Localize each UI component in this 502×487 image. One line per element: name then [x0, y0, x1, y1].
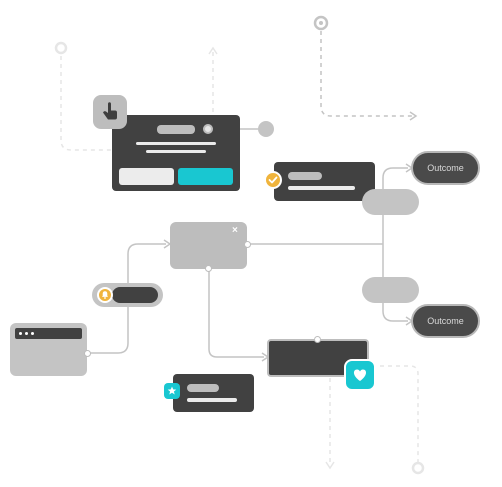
task-title-bar	[288, 172, 322, 180]
close-icon[interactable]: ×	[232, 225, 238, 236]
branch-pill-top[interactable]	[362, 189, 419, 215]
split-down-connector	[382, 244, 408, 322]
faint-connector	[380, 365, 419, 466]
card-to-bottom-connector	[208, 269, 264, 358]
outcome-label: Outcome	[427, 163, 464, 173]
outcome-label: Outcome	[427, 316, 464, 326]
star-icon	[164, 383, 180, 399]
starred-card	[173, 374, 254, 412]
popup-confirm-button[interactable]	[178, 168, 233, 185]
checked-task-card	[274, 162, 375, 201]
outcome-pill-top[interactable]: Outcome	[411, 151, 480, 185]
hand-pointer-icon	[93, 95, 127, 129]
notification-toggle[interactable]	[92, 283, 163, 307]
connector-end-node	[258, 121, 274, 137]
outcome-pill-bottom[interactable]: Outcome	[411, 304, 480, 338]
popup-card	[112, 115, 240, 191]
top-dashed-arrowhead	[409, 111, 418, 121]
window-dot	[25, 332, 28, 335]
faint-node	[411, 461, 425, 475]
starred-title-bar	[187, 384, 219, 392]
central-step-card[interactable]: ×	[170, 222, 247, 269]
faint-arrowhead	[208, 46, 218, 55]
popup-text-line	[146, 150, 206, 153]
browser-port	[84, 350, 91, 357]
card-port	[314, 336, 321, 343]
heart-icon[interactable]	[344, 359, 376, 391]
browser-window-icon[interactable]	[10, 323, 87, 376]
window-dot	[31, 332, 34, 335]
browser-title-bar	[15, 328, 82, 339]
checkmark-icon	[264, 171, 282, 189]
card-port	[244, 241, 251, 248]
top-start-node	[313, 15, 329, 31]
starred-text-line	[187, 398, 237, 402]
popup-port[interactable]	[203, 124, 213, 134]
bell-icon	[97, 287, 113, 303]
popup-text-line	[136, 142, 216, 145]
window-dot	[19, 332, 22, 335]
popup-title-bar	[157, 125, 195, 134]
task-text-line	[288, 186, 355, 190]
branch-pill-bottom[interactable]	[362, 277, 419, 303]
faint-arrowhead	[325, 461, 335, 470]
card-port	[205, 265, 212, 272]
split-up-connector	[382, 167, 408, 244]
toggle-track	[112, 287, 158, 303]
popup-cancel-button[interactable]	[119, 168, 174, 185]
faint-node	[54, 41, 68, 55]
top-dashed-connector	[320, 31, 412, 117]
